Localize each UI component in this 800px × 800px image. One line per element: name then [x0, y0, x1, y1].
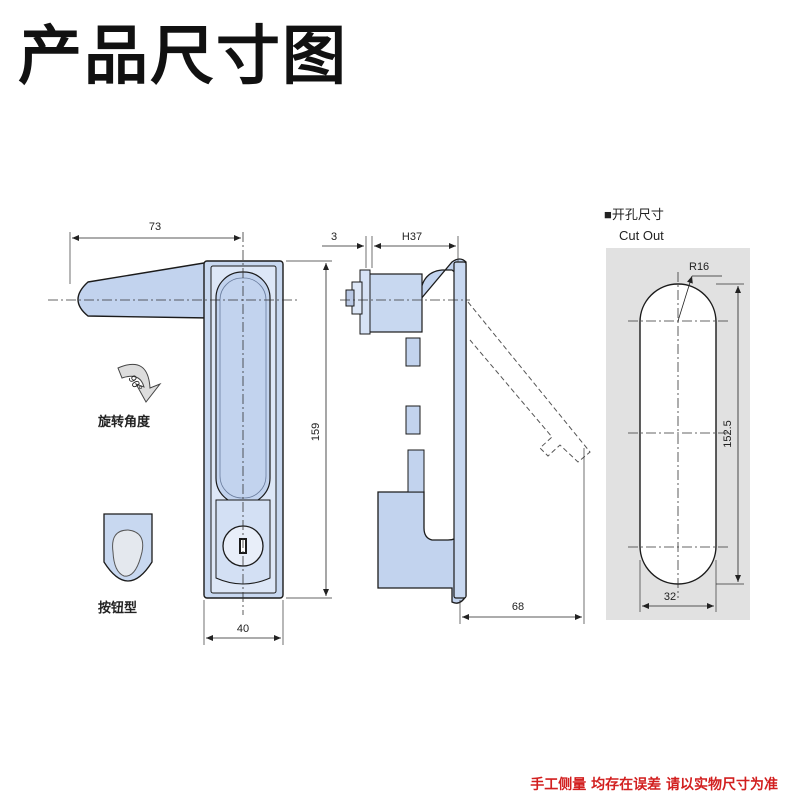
- dim-body-width: 40: [237, 623, 249, 635]
- handle-rotated-ghost: [467, 301, 591, 463]
- button-type-inset: 按钮型: [98, 513, 153, 616]
- cutout-view: ■开孔尺寸 Cut Out R16 152.5 32: [604, 207, 750, 620]
- dim-radius: R16: [689, 261, 709, 273]
- dim-depth: H37: [402, 231, 422, 243]
- dim-thickness: 3: [331, 231, 337, 243]
- dim-cut-height: 152.5: [722, 420, 734, 448]
- side-view: 3 H37 68: [322, 231, 591, 624]
- cutout-title-en: Cut Out: [619, 228, 664, 243]
- footer-disclaimer: 手工侧量 均存在误差 请以实物尺寸为准: [530, 777, 778, 793]
- handle-lever: [77, 261, 211, 319]
- dim-cut-width: 32: [664, 591, 676, 603]
- bolt-bottom: [405, 405, 421, 435]
- rotation-indicator: 90° 旋转角度: [97, 363, 162, 430]
- page-title: 产品尺寸图: [18, 20, 348, 94]
- rotation-angle-label: 旋转角度: [97, 414, 151, 430]
- dim-swing: 68: [512, 601, 524, 613]
- front-view: 73 159 40: [48, 221, 332, 645]
- push-button-icon: [112, 529, 144, 577]
- dim-body-height: 159: [310, 423, 322, 441]
- rotation-arrow-icon: [117, 363, 162, 403]
- dim-handle-width: 73: [149, 221, 161, 233]
- button-type-label: 按钮型: [98, 600, 137, 616]
- cutout-title-cn: ■开孔尺寸: [604, 207, 664, 222]
- bolt-top: [405, 337, 421, 367]
